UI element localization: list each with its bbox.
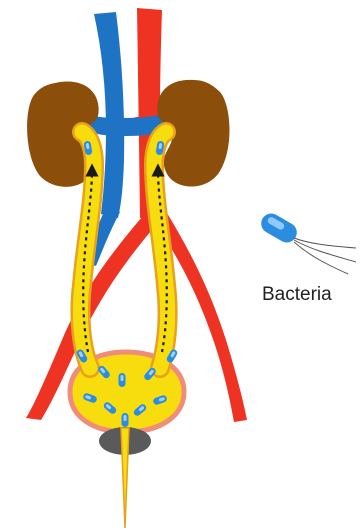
bacterium-icon [119,373,126,387]
bacteria-label: Bacteria [262,283,362,307]
flagella [294,238,356,274]
bacterium-icon [122,413,129,427]
legend-bacterium-icon [258,210,301,246]
urethra [121,428,129,528]
